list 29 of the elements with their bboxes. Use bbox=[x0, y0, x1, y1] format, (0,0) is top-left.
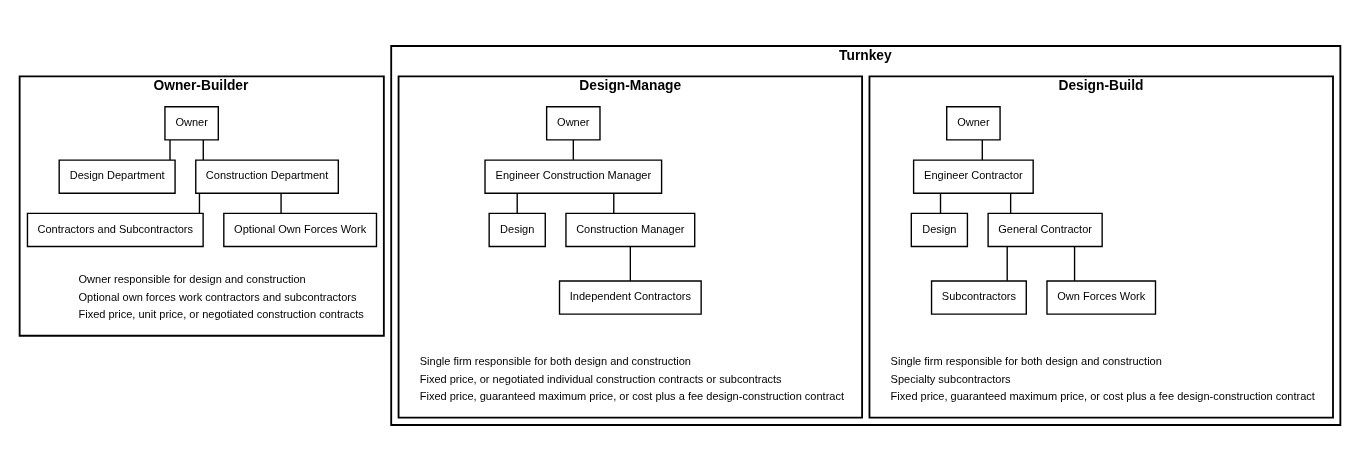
connector bbox=[1009, 192, 1012, 214]
connector bbox=[169, 138, 171, 161]
connector bbox=[516, 192, 518, 214]
node-box: Design bbox=[488, 212, 546, 247]
node-box: Engineer Construction Manager bbox=[484, 158, 663, 194]
node-box: Own Forces Work bbox=[1046, 279, 1157, 315]
node-box: Independent Contractors bbox=[558, 279, 702, 315]
connector bbox=[202, 138, 204, 161]
connector bbox=[1073, 245, 1076, 281]
connector bbox=[280, 192, 282, 214]
connector bbox=[1006, 245, 1008, 281]
node-box: Construction Manager bbox=[565, 212, 696, 247]
connector bbox=[939, 192, 942, 214]
node-box: Design Department bbox=[58, 158, 176, 194]
connector bbox=[572, 138, 574, 161]
node-box: Owner bbox=[946, 105, 1001, 141]
node-box: Contractors and Subcontractors bbox=[26, 212, 204, 247]
node-box: Design bbox=[910, 212, 969, 247]
node-box: Engineer Contractor bbox=[912, 158, 1034, 194]
node-box: Owner bbox=[164, 105, 219, 141]
node-box: Construction Department bbox=[195, 158, 339, 194]
node-box: Subcontractors bbox=[930, 279, 1027, 315]
connector bbox=[198, 192, 201, 214]
connector bbox=[613, 192, 615, 214]
connector bbox=[629, 245, 632, 281]
connector bbox=[981, 138, 983, 161]
node-box: General Contractor bbox=[987, 212, 1103, 247]
node-box: Optional Own Forces Work bbox=[223, 212, 378, 247]
node-box: Owner bbox=[545, 105, 601, 141]
